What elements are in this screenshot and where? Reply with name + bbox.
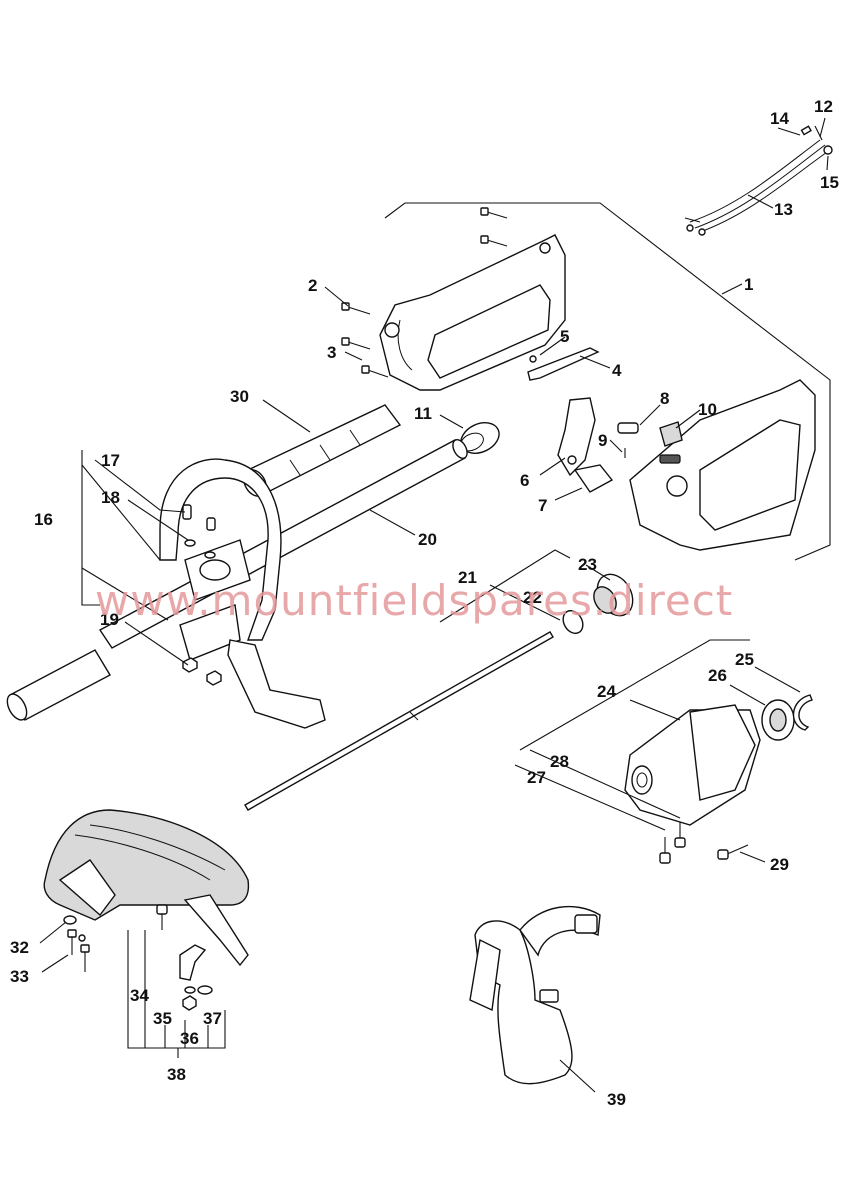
callout-33: 33 [10,967,29,986]
callout-6: 6 [520,471,529,490]
callout-17: 17 [101,451,120,470]
callout-26: 26 [708,666,727,685]
callout-19: 19 [100,610,119,629]
callout-12: 12 [814,97,833,116]
callout-27: 27 [527,768,546,787]
handle-half-lower [557,379,816,551]
callout-5: 5 [560,327,569,346]
callout-32: 32 [10,938,29,957]
callout-11: 11 [414,404,432,423]
callout-29: 29 [770,855,789,874]
guard-callout-frame [127,930,226,1058]
callout-4: 4 [612,361,622,380]
callout-2: 2 [308,276,317,295]
callout-28: 28 [550,752,569,771]
drive-shaft [244,631,554,811]
loose-tube [6,649,111,721]
callout-9: 9 [598,431,607,450]
callout-10: 10 [698,400,717,419]
callout-18: 18 [101,488,120,507]
throttle-lever [527,347,600,381]
gear-head [624,694,813,864]
clutch-drum [562,573,634,635]
callout-30: 30 [230,387,249,406]
callout-24: 24 [597,682,616,701]
loop-handle [159,458,326,729]
callout-37: 37 [203,1009,222,1028]
callout-1: 1 [744,275,753,294]
callout-39: 39 [607,1090,626,1109]
callout-7: 7 [538,496,547,515]
drive-tube-upper [98,439,468,649]
callout-14: 14 [770,109,789,128]
callout-34: 34 [130,986,149,1005]
handle-half-upper [341,207,566,391]
screw-set [341,207,508,378]
grass-guard [43,809,250,1011]
callout-35: 35 [153,1009,172,1028]
callout-38: 38 [167,1065,186,1084]
shoulder-harness [469,905,601,1085]
callout-21: 21 [458,568,477,587]
callout-8: 8 [660,389,669,408]
callout-3: 3 [327,343,336,362]
callout-36: 36 [180,1029,199,1048]
handle-assembly-frame [384,202,831,561]
callout-16: 16 [34,510,53,529]
callout-20: 20 [418,530,437,549]
wire-harness [684,125,833,236]
callout-15: 15 [820,173,839,192]
callout-labels: 1 2 3 4 5 6 7 8 9 10 11 12 13 14 15 16 1… [10,97,839,1109]
callout-22: 22 [523,588,542,607]
leader-lines [39,117,829,1093]
watermark-text: www.mountfieldspares.direct [95,576,733,625]
callout-25: 25 [735,650,754,669]
callout-23: 23 [578,555,597,574]
callout-13: 13 [774,200,793,219]
